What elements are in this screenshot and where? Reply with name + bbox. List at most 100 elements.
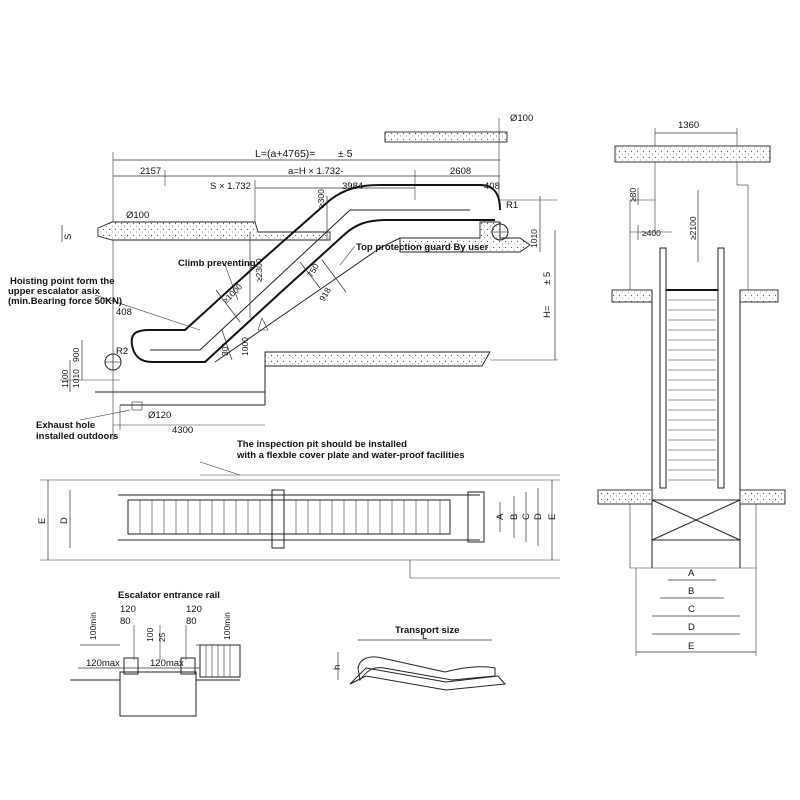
dim-phi100-left-label: Ø100 — [126, 210, 149, 221]
pit-label-2: with a flexble cover plate and water-pro… — [236, 450, 465, 461]
dim-h-label: H= — [542, 305, 553, 318]
front-label-a: A — [688, 568, 695, 579]
transport-label-h: h — [332, 665, 343, 670]
dim-phi120-label: Ø120 — [148, 410, 171, 421]
ceiling-slab — [384, 131, 508, 143]
exhaust-label-1: Exhaust hole — [36, 420, 95, 431]
hoist-label-2: upper escalator asix — [8, 286, 101, 297]
front-handrail-left — [659, 247, 667, 489]
dim-30-label: 30° — [220, 343, 230, 356]
pit-leader — [199, 461, 241, 476]
dim-408-left-label: 408 — [116, 307, 132, 318]
rail-post-left — [123, 657, 139, 675]
handrail-upper-line — [130, 184, 501, 346]
front-upper-slab-right — [739, 289, 779, 303]
plan-label-a: A — [495, 513, 506, 520]
front-handrail-right — [717, 247, 725, 489]
exhaust-leader — [79, 409, 131, 421]
hoist-label-3: (min.Bearing force 50KN) — [8, 296, 122, 307]
dim-r1-label: R1 — [506, 200, 518, 211]
dim-2157-label: 2157 — [140, 166, 161, 177]
front-lower-slab-left — [597, 489, 653, 505]
rail-80-b: 80 — [186, 616, 197, 627]
rail-title: Escalator entrance rail — [118, 590, 220, 601]
dim-1000-line — [215, 289, 241, 323]
plan-steps — [127, 499, 451, 535]
front-step-lines — [668, 299, 716, 481]
truss-underside — [214, 247, 381, 363]
front-lower-slab-right — [739, 489, 786, 505]
hoist-leader — [94, 294, 201, 331]
plan-label-e2: E — [547, 514, 558, 520]
front-cross-2 — [651, 499, 741, 541]
rail-120max-a: 120max — [86, 658, 120, 669]
dim-900-label: 900 — [71, 348, 81, 362]
dim-1000b-label: 1000 — [240, 337, 250, 356]
dim-1100-label: 1100 — [60, 369, 70, 388]
dim-1010-left-label: 1010 — [71, 369, 81, 388]
climb-preventing-label: Climb preventing — [178, 258, 256, 269]
front-400-label: ≥400 — [642, 228, 661, 238]
plan-view: E D A B C D E — [37, 474, 560, 579]
dim-918-line — [321, 259, 347, 293]
step-line-incline — [199, 209, 351, 351]
rail-100min-right: 100min — [222, 612, 232, 640]
lower-right-slab — [264, 351, 491, 367]
guard-leader — [339, 245, 356, 266]
plan-label-b: B — [509, 514, 520, 520]
truss-underside-top — [379, 237, 401, 249]
rail-25: 25 — [157, 632, 167, 642]
plan-label-c: C — [521, 513, 532, 520]
dim-h-tol: ± 5 — [542, 272, 553, 285]
transport-title: Transport size — [395, 625, 459, 636]
dim-3984-label: 3984 — [342, 181, 363, 192]
dim-1010-right-label: 1010 — [529, 229, 539, 248]
label-s: S — [63, 234, 74, 240]
plan-label-d: D — [59, 517, 70, 524]
exhaust-label-2: installed outdoors — [36, 431, 118, 442]
front-section-view: 1360 ≥80 ≥400 ≥2100 A B C D E — [597, 120, 786, 656]
pit-label-1: The inspection pit should be installed — [237, 439, 407, 450]
rail-80-a: 80 — [120, 616, 131, 627]
transport-truss-outline — [357, 656, 496, 682]
rail-100min-left: 100min — [88, 612, 98, 640]
total-length-tol: ± 5 — [338, 148, 353, 160]
front-ceiling-slab — [614, 145, 771, 163]
dim-2608-label: 2608 — [450, 166, 471, 177]
dim-a-label: a=H × 1.732- — [288, 166, 343, 177]
rail-120max-b: 120max — [150, 658, 184, 669]
front-2100-label: ≥2100 — [688, 216, 698, 240]
transport-truss-lower — [349, 667, 507, 691]
rail-120-a: 120 — [120, 604, 136, 615]
hoist-label-1: Hoisting point form the — [10, 276, 115, 287]
plan-support-mid — [271, 489, 285, 549]
plan-step-lines — [139, 500, 441, 534]
rail-pit-box — [119, 671, 197, 717]
transport-size-detail: Transport size L h — [332, 625, 507, 691]
front-label-b: B — [688, 586, 694, 597]
upper-left-slab — [97, 221, 331, 241]
exhaust-hole — [131, 401, 143, 411]
plan-label-d2: D — [533, 513, 544, 520]
plan-support-right — [467, 491, 485, 543]
upper-right-slab — [399, 221, 531, 253]
dim-s-label: S × 1.732 — [210, 181, 251, 192]
transport-label-l: L — [422, 631, 427, 642]
dim-r2-label: R2 — [116, 346, 128, 357]
dim-phi100-top-label: Ø100 — [510, 113, 533, 124]
dim-2300-label: ≥2300 — [254, 258, 264, 282]
dim-1000-label: ≥1000 — [220, 281, 244, 305]
front-upper-slab-left — [611, 289, 653, 303]
dim-300-label: ≥300 — [316, 189, 326, 208]
angle-marker — [257, 317, 269, 331]
dim-1000b-line — [221, 329, 233, 361]
top-guard-label: Top protection guard By user — [356, 242, 489, 253]
entrance-rail-detail: Escalator entrance rail 100min 120 80 10… — [70, 590, 241, 717]
climb-leader — [224, 264, 239, 301]
front-label-c: C — [688, 604, 695, 615]
side-elevation: L=(a+4765)= ± 5 2157 a=H × 1.732- 2608 S… — [8, 113, 558, 476]
dim-750-line — [299, 261, 321, 289]
front-label-e: E — [688, 641, 694, 652]
total-length-label: L=(a+4765)= — [255, 148, 315, 160]
